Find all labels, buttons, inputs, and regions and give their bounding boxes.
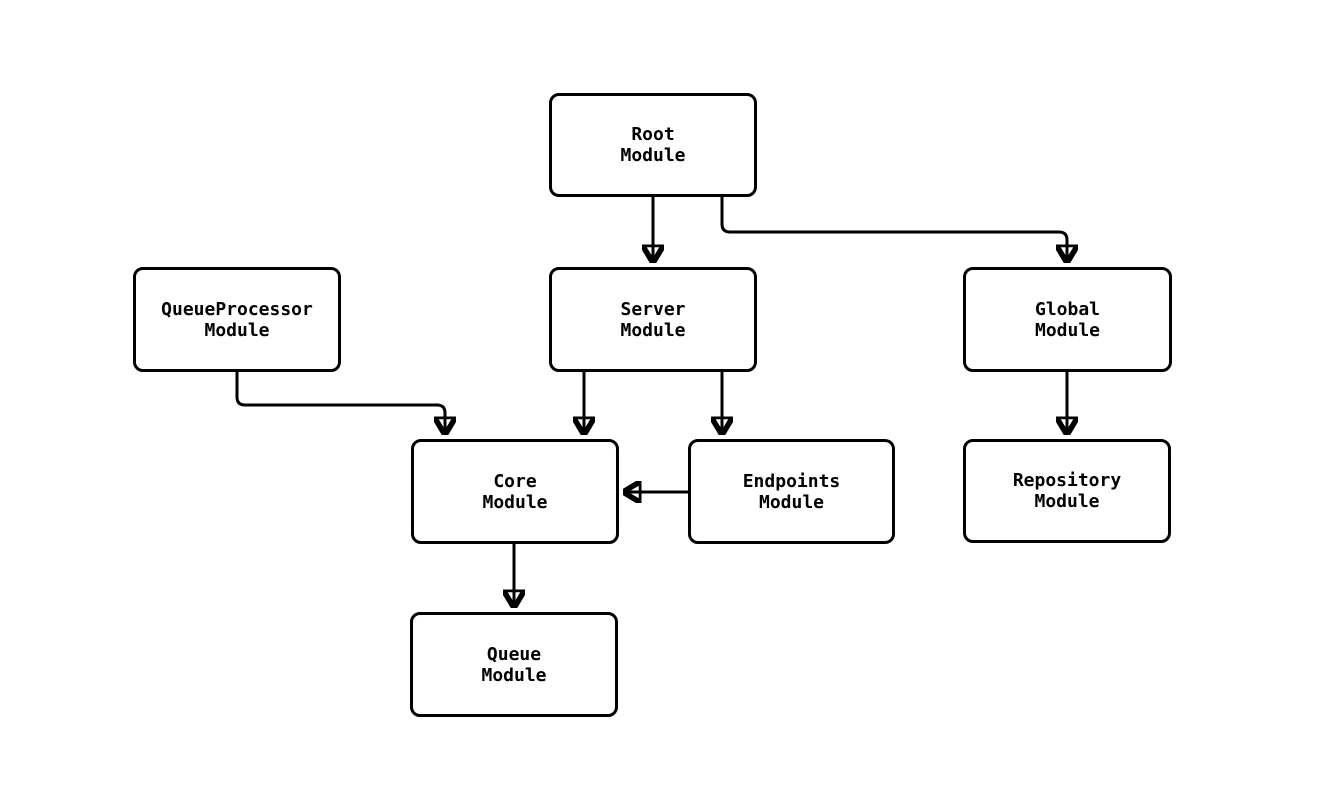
- node-label-line: Module: [758, 491, 825, 513]
- node-label-line: Core: [493, 470, 537, 492]
- node-endpoints-module: Endpoints Module: [688, 439, 895, 544]
- node-label-line: Module: [482, 491, 548, 513]
- node-label-line: Root: [631, 124, 675, 145]
- node-label-line: Module: [481, 664, 547, 686]
- node-label-line: Module: [1034, 491, 1100, 512]
- node-repository-module: Repository Module: [963, 439, 1171, 543]
- node-global-module: Global Module: [963, 267, 1172, 372]
- node-root-module: Root Module: [549, 93, 757, 197]
- node-label-line: Module: [204, 319, 270, 341]
- node-label-line: Module: [1034, 319, 1101, 341]
- node-label-line: Global: [1034, 298, 1101, 320]
- node-queueprocessor-module: QueueProcessor Module: [133, 267, 341, 372]
- node-label-line: Queue: [486, 643, 542, 665]
- node-label-line: Repository: [1012, 470, 1122, 491]
- node-label-line: Server: [620, 298, 686, 320]
- node-server-module: Server Module: [549, 267, 757, 372]
- node-queue-module: Queue Module: [410, 612, 618, 717]
- node-label-line: QueueProcessor: [161, 298, 313, 320]
- node-label-line: Endpoints: [742, 470, 841, 492]
- node-label-line: Module: [620, 319, 686, 341]
- edge-queueprocessor-to-core: [235, 372, 445, 435]
- node-core-module: Core Module: [411, 439, 619, 544]
- edge-root-to-global: [720, 197, 1067, 263]
- node-label-line: Module: [620, 145, 686, 166]
